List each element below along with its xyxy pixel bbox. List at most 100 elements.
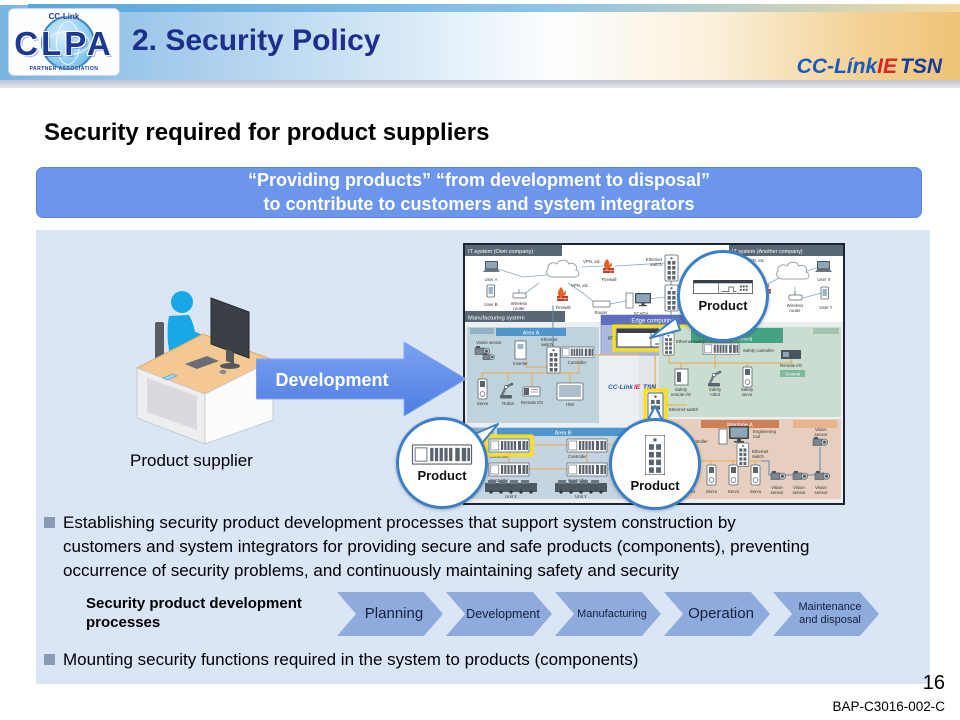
product-callout-switch: Product (609, 418, 701, 510)
device-label: Controller (689, 439, 708, 444)
clpa-logo-bottom-text: PARTNER ASSOCIATION (29, 66, 99, 72)
general-tag (780, 370, 805, 377)
callout-tail (649, 317, 681, 339)
device-label: Safety (709, 387, 722, 392)
brand-tsn: TSN (900, 55, 942, 78)
device-label: Vision (815, 427, 827, 432)
cclink-diagram-logo: CC-Línk IE TSN (608, 384, 656, 391)
machine-a-label: Machine A (727, 423, 753, 429)
scada-tower-icon (625, 292, 634, 309)
device-label: VPN, etc. (747, 258, 765, 263)
area-a-label: Area A (523, 331, 540, 337)
device-label: Engineering (753, 429, 777, 434)
device-label: sensor (815, 432, 828, 437)
safety-remote-io-icon (674, 368, 689, 386)
phone-on-desk-icon (162, 373, 178, 381)
product-callout-controller: Product (396, 417, 488, 509)
safety-controller-icon (702, 342, 740, 356)
ethernet-switch-icon (645, 435, 665, 475)
bullet-line: occurrence of security problems, and con… (63, 561, 680, 581)
bullet-line: Establishing security product developmen… (63, 513, 736, 532)
it-other-section: IT system (Another company) VPN, etc. Us… (729, 245, 843, 313)
desk-shelf (147, 378, 197, 430)
device-label: Inverter (513, 361, 528, 366)
device-label: User Y (819, 305, 832, 310)
wireless-router-icon (788, 294, 803, 301)
area-b-label: Area B (555, 431, 572, 437)
device-label: Wireless (511, 301, 527, 306)
globe-icon (41, 16, 95, 70)
device-label: Router (595, 310, 608, 315)
router-icon (592, 300, 611, 308)
bullet-establishing: Establishing security product developmen… (44, 511, 920, 583)
device-label: remote I/O (671, 392, 692, 397)
bullet-icon (44, 654, 55, 665)
chevron-maintenance: Maintenance and disposal (773, 592, 879, 636)
ethernet-switch-icon (664, 254, 679, 282)
device-label: Vision (815, 485, 827, 490)
process-label-line1: Security product development (86, 595, 302, 612)
section-heading: Security required for product suppliers (44, 119, 490, 146)
page-number: 16 (922, 672, 945, 694)
it-other-label: IT system (Another company) (732, 249, 803, 255)
area-c-section: Area C (Safety control) Ethernet switch … (659, 327, 841, 417)
product-callout-ipc: Product (677, 250, 769, 342)
controller-icon (488, 462, 530, 477)
bullet-line: customers and system integrators for pro… (63, 537, 810, 557)
device-label: SCADA (634, 311, 649, 316)
device-label: VPN, etc. (583, 259, 601, 264)
clpa-logo-top-text: CC-Link (48, 12, 80, 21)
device-label: Controller (568, 454, 587, 459)
device-label: Ethernet (541, 337, 558, 342)
bullet-icon (44, 517, 55, 528)
device-label: HMI (566, 402, 574, 407)
area-a-section: Area A Vision sensor Inverter Ethernet s… (467, 305, 641, 423)
device-label: Controller (568, 478, 587, 483)
device-label: switch (650, 262, 663, 267)
header-band (0, 5, 960, 80)
process-label-line2: processes (86, 613, 161, 631)
servo-icon (750, 464, 761, 486)
device-label: Vision (793, 485, 805, 490)
edge-computing-label: Edge computing (631, 319, 674, 325)
remote-io-icon (522, 386, 541, 397)
brand-ie: IE (877, 55, 897, 78)
device-label: robot (710, 392, 721, 397)
device-label: Firewall (602, 277, 617, 282)
monitor-icon (210, 297, 250, 369)
device-label: Ethernet (752, 449, 769, 454)
device-label: Safety controller (743, 348, 775, 353)
phone-icon (486, 284, 495, 298)
servo-icon (706, 464, 717, 486)
ethernet-switch-icon (546, 346, 561, 374)
phone-icon (820, 286, 829, 300)
device-label: Firewall (556, 305, 571, 310)
device-label: User A (485, 277, 498, 282)
device-label: sensor (793, 490, 806, 495)
brand-ie: IE (634, 384, 641, 391)
product-supplier-caption: Product supplier (130, 451, 253, 470)
bullet-mounting: Mounting security functions required in … (44, 648, 920, 672)
yellow-highlight-controller (484, 434, 534, 457)
development-arrow: Development (256, 342, 467, 416)
device-label: router (513, 306, 525, 311)
clpa-logo-letters: CLPA (14, 25, 114, 62)
controller-icon (411, 443, 473, 465)
process-chevrons: Planning Development Manufacturing Opera… (337, 592, 882, 636)
device-label: VPN, etc. (571, 283, 589, 288)
device-label: User B (484, 302, 497, 307)
manufacturing-label-bg (465, 311, 565, 322)
chevron-development: Development (446, 592, 552, 636)
device-label: Controller (568, 360, 587, 365)
device-label: sensor (815, 490, 828, 495)
safety-servo-icon (742, 366, 753, 388)
chevron-planning: Planning (337, 592, 443, 636)
device-label: Vision sensor (476, 340, 502, 345)
process-label: Security product development processes (86, 595, 302, 633)
product-callout-label: Product (417, 467, 467, 483)
device-label: Remote I/O (521, 400, 544, 405)
device-label: General (785, 372, 800, 377)
wireless-router-icon (512, 292, 527, 299)
product-callout-label: Product (698, 298, 748, 313)
